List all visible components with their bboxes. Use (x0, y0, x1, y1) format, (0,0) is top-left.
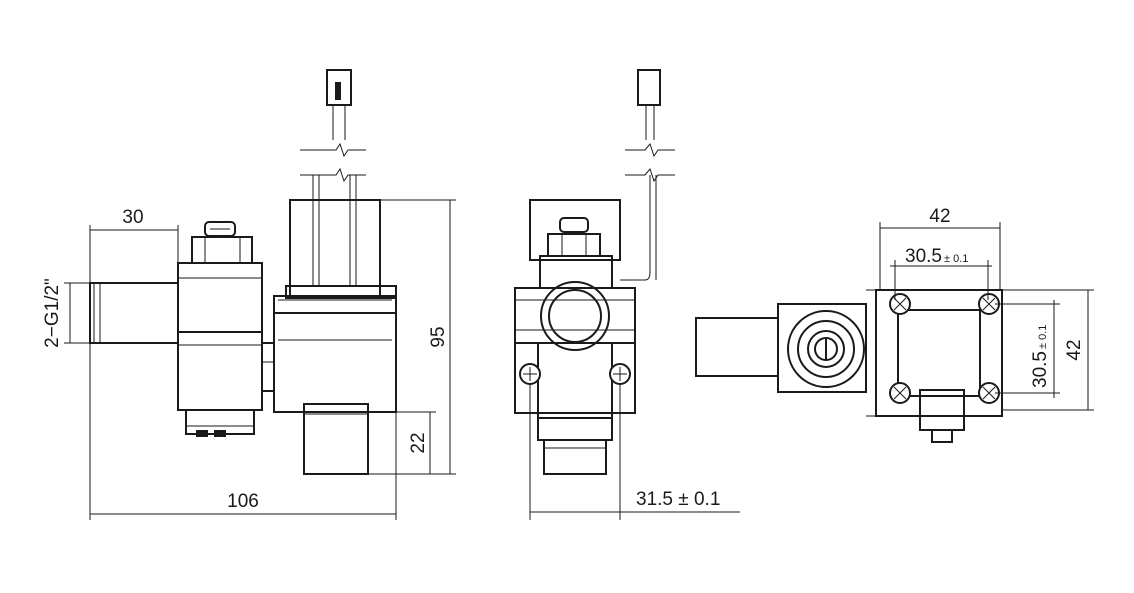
front-body-upper (514, 287, 636, 344)
top-body (777, 303, 867, 393)
dim-overall-length: 106 (227, 491, 259, 512)
front-connector (637, 69, 661, 106)
front-view (514, 69, 675, 475)
dim-hole-pitch-h: 30.5± 0.1 (905, 246, 968, 267)
coil-flange (285, 285, 397, 299)
side-dimensions: 30 2−G1/2" 95 22 106 (42, 199, 456, 520)
front-dimensions: 31.5 ± 0.1 (529, 384, 740, 520)
dim-flange-height: 42 (1064, 339, 1085, 360)
top-inlet-pipe (695, 317, 779, 377)
top-dimensions: 42 30.5± 0.1 42 30.5± 0.1 (879, 206, 1094, 411)
dim-port-spacing: 31.5 ± 0.1 (636, 489, 720, 510)
front-port (540, 281, 610, 351)
inlet-pipe (89, 282, 179, 344)
side-boss (261, 342, 275, 392)
dim-thread: 2−G1/2" (42, 278, 63, 348)
dim-outlet-height: 22 (408, 432, 429, 453)
hex-nut (191, 236, 253, 264)
coil-cover (289, 199, 381, 297)
side-view (89, 69, 397, 475)
front-coil-cover (529, 199, 621, 261)
top-port-outer (787, 310, 865, 388)
outlet-pipe (303, 403, 369, 475)
valve-body (177, 262, 263, 411)
dim-overall-height: 95 (428, 326, 449, 347)
dim-side-pipe: 30 (122, 207, 143, 228)
dim-flange-width: 42 (929, 206, 950, 227)
dim-hole-pitch-v: 30.5± 0.1 (1030, 325, 1051, 388)
connector-plug (326, 69, 352, 106)
top-view (695, 289, 1003, 443)
front-outlet (543, 439, 607, 475)
top-flange (875, 289, 1003, 417)
